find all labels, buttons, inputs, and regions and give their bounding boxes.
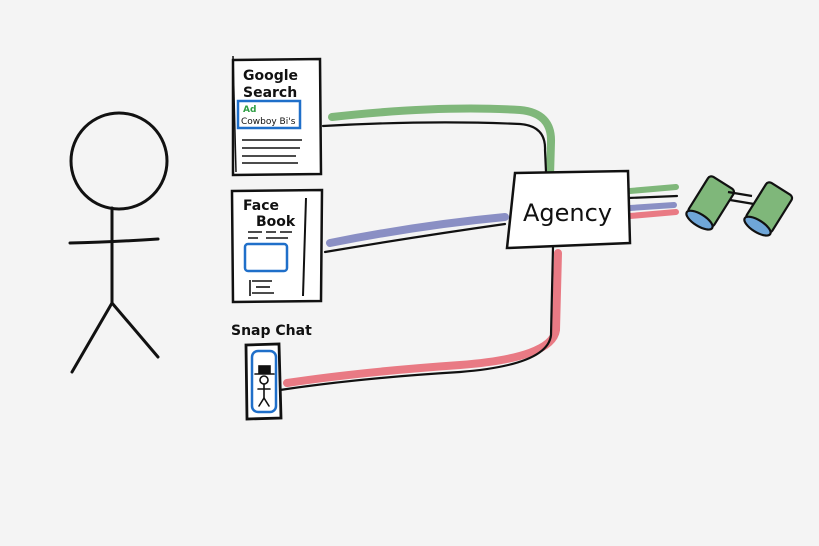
facebook-card: Face Book (230, 188, 324, 304)
ad-highlight-box (236, 99, 302, 130)
facebook-ad-box (243, 242, 289, 273)
black-connectors (278, 121, 679, 392)
facebook-title-line2: Book (256, 214, 296, 230)
snapchat-phone (244, 342, 283, 421)
binoculars-icon (685, 175, 794, 237)
spy-person-icon (254, 365, 275, 407)
agency-box: Agency (505, 169, 632, 250)
agency-to-binoculars-connectors (627, 184, 679, 219)
ad-tag: Ad (243, 105, 256, 115)
google-connector (328, 104, 555, 180)
agency-label: Agency (523, 199, 612, 227)
facebook-title-line1: Face (243, 198, 279, 214)
ad-text: Cowboy Bi's (241, 117, 296, 127)
google-title-line2: Search (243, 85, 297, 101)
google-search-card: Google Search Ad Cowboy Bi's (231, 55, 323, 177)
google-title-line1: Google (243, 68, 298, 84)
stick-figure-person-icon (68, 111, 169, 374)
snapchat-title: Snap Chat (231, 323, 312, 339)
facebook-connector (326, 213, 509, 247)
